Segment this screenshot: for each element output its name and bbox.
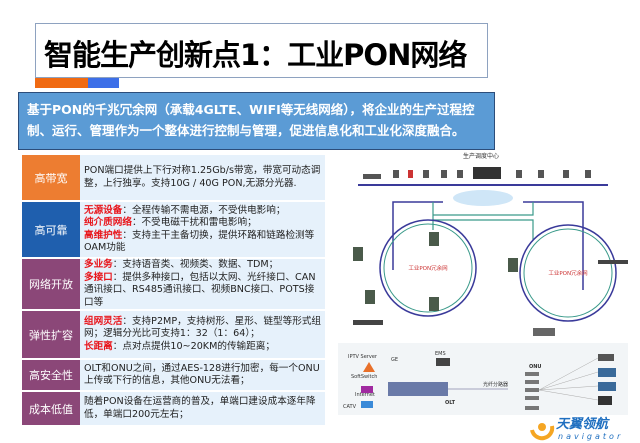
olt-device xyxy=(388,382,448,396)
onu-devices xyxy=(353,232,628,336)
internet-icon xyxy=(361,386,373,393)
feature-label: 高可靠 xyxy=(22,202,80,257)
accent-bar-orange xyxy=(35,78,88,88)
feature-line: 长距离：点对点提供10~20KM的传输距离； xyxy=(84,341,321,354)
feature-row: 网络开放多业务：支持语音类、视频类、数据、TDM；多接口：提供多种接口，包括以太… xyxy=(22,259,325,309)
feature-text: ：全程传输不需电源，不受供电影响； xyxy=(122,204,286,216)
feature-highlight: 无源设备 xyxy=(84,204,123,216)
feature-line: OLT和ONU之间，通过AES-128进行加密，每一个ONU上传或下行的信息，其… xyxy=(84,363,321,388)
feature-line: 多业务：支持语音类、视频类、数据、TDM； xyxy=(84,259,321,272)
feature-row: 高安全性 OLT和ONU之间，通过AES-128进行加密，每一个ONU上传或下行… xyxy=(22,360,325,390)
terminal-devices xyxy=(598,354,616,405)
feature-label: 高安全性 xyxy=(22,360,80,390)
title-box: 智能生产创新点1：工业PON网络 xyxy=(35,23,488,78)
feature-content: OLT和ONU之间，通过AES-128进行加密，每一个ONU上传或下行的信息，其… xyxy=(80,360,325,390)
feature-content: PON端口提供上下行对称1.25Gb/s带宽，带宽可动态调整，上行独享。支持10… xyxy=(80,155,325,200)
softswitch-icon xyxy=(363,362,375,372)
feature-content: 随着PON设备在运营商的普及，单端口建设成本逐年降低，单端口200元左右； xyxy=(80,392,325,425)
svg-text:天翼领航: 天翼领航 xyxy=(556,416,610,432)
svg-text:navigator: navigator xyxy=(558,432,623,441)
ring-label-right: 工业PON冗余网 xyxy=(548,269,588,277)
iptv-label: IPTV Server xyxy=(348,354,378,360)
core-cloud xyxy=(453,190,513,206)
feature-content: 无源设备：全程传输不需电源，不受供电影响；纯介质网络：不受电磁干扰和雷电影响；高… xyxy=(80,202,325,257)
ems-device xyxy=(436,358,450,366)
feature-content: 组网灵活：支持P2MP，支持树形、星形、链型等形式组网；逻辑分光比可支持1：32… xyxy=(80,311,325,358)
ge-label: GE xyxy=(391,357,398,363)
feature-text: OLT和ONU之间，通过AES-128进行加密，每一个ONU上传或下行的信息，其… xyxy=(84,362,320,387)
onu-label: ONU xyxy=(529,364,542,370)
onu-units xyxy=(525,372,539,410)
accent-bar-blue xyxy=(88,78,119,88)
feature-text: ：提供多种接口，包括以太网、光纤接口、CAN通讯接口、RS485通讯接口、视频B… xyxy=(84,271,316,308)
pon-ring-left xyxy=(379,219,477,317)
feature-text: ：支持语音类、视频类、数据、TDM； xyxy=(112,259,279,270)
feature-text: ：支持P2MP，支持树形、星形、链型等形式组网；逻辑分光比可支持1：32（1：6… xyxy=(84,315,322,340)
feature-text: ：支持主干主备切换，提供环路和链路检测等OAM功能 xyxy=(84,229,315,254)
feature-row: 弹性扩容组网灵活：支持P2MP，支持树形、星形、链型等形式组网；逻辑分光比可支持… xyxy=(22,311,325,358)
feature-line: 纯介质网络：不受电磁干扰和雷电影响； xyxy=(84,217,321,230)
olt-label: OLT xyxy=(445,400,456,406)
pon-access-panel xyxy=(338,343,628,415)
feature-row: 高可靠无源设备：全程传输不需电源，不受供电影响；纯介质网络：不受电磁干扰和雷电影… xyxy=(22,202,325,257)
feature-label: 弹性扩容 xyxy=(22,311,80,358)
feature-content: 多业务：支持语音类、视频类、数据、TDM；多接口：提供多种接口，包括以太网、光纤… xyxy=(80,259,325,309)
feature-text: PON端口提供上下行对称1.25Gb/s带宽，带宽可动态调整，上行独享。支持10… xyxy=(84,165,321,189)
catv-icon xyxy=(361,401,373,408)
feature-label: 网络开放 xyxy=(22,259,80,309)
control-devices xyxy=(363,167,591,179)
feature-highlight: 高维护性 xyxy=(84,229,123,241)
feature-label: 高带宽 xyxy=(22,155,80,200)
center-label: 生产调度中心 xyxy=(463,152,499,160)
feature-highlight: 纯介质网络 xyxy=(84,217,132,228)
backup-lines xyxy=(432,202,534,240)
feature-text: ：点对点提供10~20KM的传输距离； xyxy=(112,340,275,352)
feature-highlight: 长距离 xyxy=(84,340,113,352)
uplink-lines xyxy=(392,201,584,290)
network-diagram: 生产调度中心 工业PON冗余网 工业PON冗余网 IPTV Server GE … xyxy=(338,152,628,415)
ring-label-left: 工业PON冗余网 xyxy=(408,264,448,272)
splitter-label: 光纤分路器 xyxy=(483,381,508,388)
feature-line: 无源设备：全程传输不需电源，不受供电影响； xyxy=(84,205,321,218)
internet-label: Internet xyxy=(355,392,375,398)
access-labels: IPTV Server GE EMS SoftSwitch Internet C… xyxy=(343,351,542,410)
company-logo: 天翼领航 navigator xyxy=(530,416,623,441)
feature-line: PON端口提供上下行对称1.25Gb/s带宽，带宽可动态调整，上行独享。支持10… xyxy=(84,165,321,190)
feature-label: 成本低值 xyxy=(22,392,80,425)
ems-label: EMS xyxy=(435,351,446,357)
slide-title: 智能生产创新点1：工业PON网络 xyxy=(44,38,467,72)
feature-text: ：不受电磁干扰和雷电影响； xyxy=(131,217,257,228)
feature-line: 组网灵活：支持P2MP，支持树形、星形、链型等形式组网；逻辑分光比可支持1：32… xyxy=(84,316,321,341)
feature-highlight: 多接口 xyxy=(84,271,113,283)
catv-label: CATV xyxy=(343,404,357,410)
feature-row: 成本低值随着PON设备在运营商的普及，单端口建设成本逐年降低，单端口200元左右… xyxy=(22,392,325,425)
feature-line: 高维护性：支持主干主备切换，提供环路和链路检测等OAM功能 xyxy=(84,230,321,255)
pon-ring-right xyxy=(519,224,617,322)
summary-banner: 基于PON的千兆冗余网（承载4GLTE、WIFI等无线网络），将企业的生产过程控… xyxy=(18,92,495,150)
feature-line: 多接口：提供多种接口，包括以太网、光纤接口、CAN通讯接口、RS485通讯接口、… xyxy=(84,272,321,310)
feature-line: 随着PON设备在运营商的普及，单端口建设成本逐年降低，单端口200元左右； xyxy=(84,396,321,421)
feature-highlight: 组网灵活 xyxy=(84,315,123,327)
feature-highlight: 多业务 xyxy=(84,259,113,270)
feature-text: 随着PON设备在运营商的普及，单端口建设成本逐年降低，单端口200元左右； xyxy=(84,396,316,420)
softswitch-label: SoftSwitch xyxy=(351,374,377,380)
